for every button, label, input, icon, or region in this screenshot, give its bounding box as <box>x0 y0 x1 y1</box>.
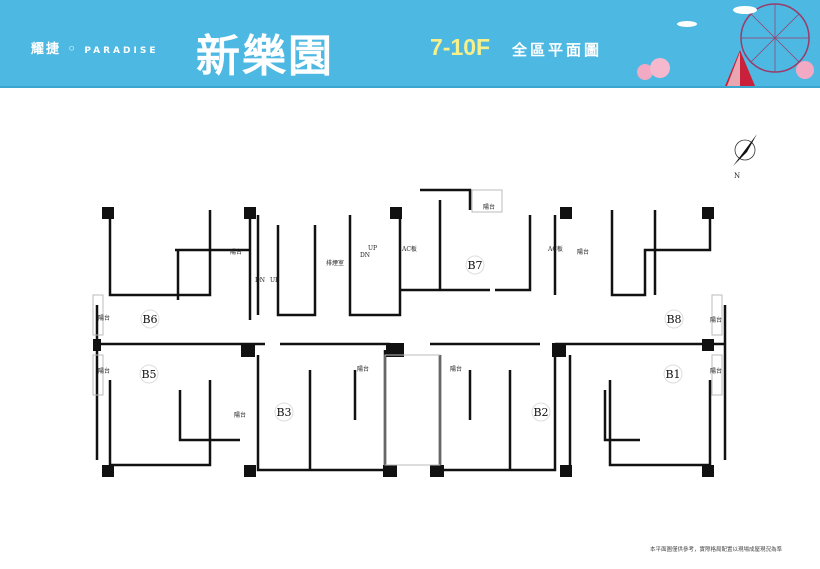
balcony-label: 陽台 <box>234 411 246 419</box>
unit-labels: B6 B8 B7 B5 B1 B3 B2 <box>139 255 684 422</box>
room-labels: 陽台 陽台 陽台 陽台 陽台 陽台 陽台 陽台 陽台 陽台 排煙室 AC板 AC… <box>98 203 722 419</box>
disclaimer: 本平面圖僅供參考，實際格局配置以現場成屋現況為準 <box>650 547 783 553</box>
balcony-label: 陽台 <box>98 314 110 322</box>
balcony-label: 陽台 <box>710 316 722 324</box>
brand-name: 耀捷 <box>31 42 62 57</box>
smoke-room-label: 排煙室 <box>326 259 344 267</box>
unit-b8: B8 <box>666 313 681 326</box>
balcony-label: 陽台 <box>483 203 495 211</box>
project-name: 新樂園 <box>196 31 334 82</box>
balcony-label: 陽台 <box>450 365 462 373</box>
unit-b2: B2 <box>533 406 548 419</box>
page-title: 全區平面圖 <box>512 41 603 59</box>
ac-platform-label: AC板 <box>547 245 563 253</box>
amusement-park-illustration <box>637 3 814 86</box>
brand-logo: 耀捷 ◦ PARADISE <box>31 42 159 57</box>
balconies <box>92 189 723 466</box>
unit-b1: B1 <box>665 368 680 381</box>
unit-b3: B3 <box>276 406 291 419</box>
header-banner: 耀捷 ◦ PARADISE 新樂園 7-10F 全區平面圖 <box>0 0 820 88</box>
compass-north-label: N <box>734 172 740 180</box>
compass-north-arrow-icon <box>733 134 757 166</box>
balcony-label: 陽台 <box>357 365 369 373</box>
floor-plan: B6 B8 B7 B5 B1 B3 B2 陽台 陽台 陽台 陽台 陽台 陽台 陽… <box>92 134 757 477</box>
unit-b7: B7 <box>467 259 482 272</box>
balcony-label: 陽台 <box>710 367 722 375</box>
stair-up-label: UP <box>270 277 279 284</box>
balcony-label: 陽台 <box>98 367 110 375</box>
brand-english: PARADISE <box>84 46 159 56</box>
stair-down-label: DN <box>255 277 265 284</box>
floor-range: 7-10F <box>430 34 491 60</box>
structural-columns <box>93 207 714 477</box>
unit-b6: B6 <box>142 313 157 326</box>
stair-up-label: UP <box>368 245 377 252</box>
stair-down-label: DN <box>360 252 370 259</box>
compass: N <box>733 134 757 180</box>
project-logo: 新樂園 <box>196 20 334 84</box>
balcony-label: 陽台 <box>230 248 242 256</box>
walls <box>95 188 727 472</box>
ac-platform-label: AC板 <box>401 245 417 253</box>
balcony-label: 陽台 <box>577 248 589 256</box>
unit-b5: B5 <box>141 368 156 381</box>
